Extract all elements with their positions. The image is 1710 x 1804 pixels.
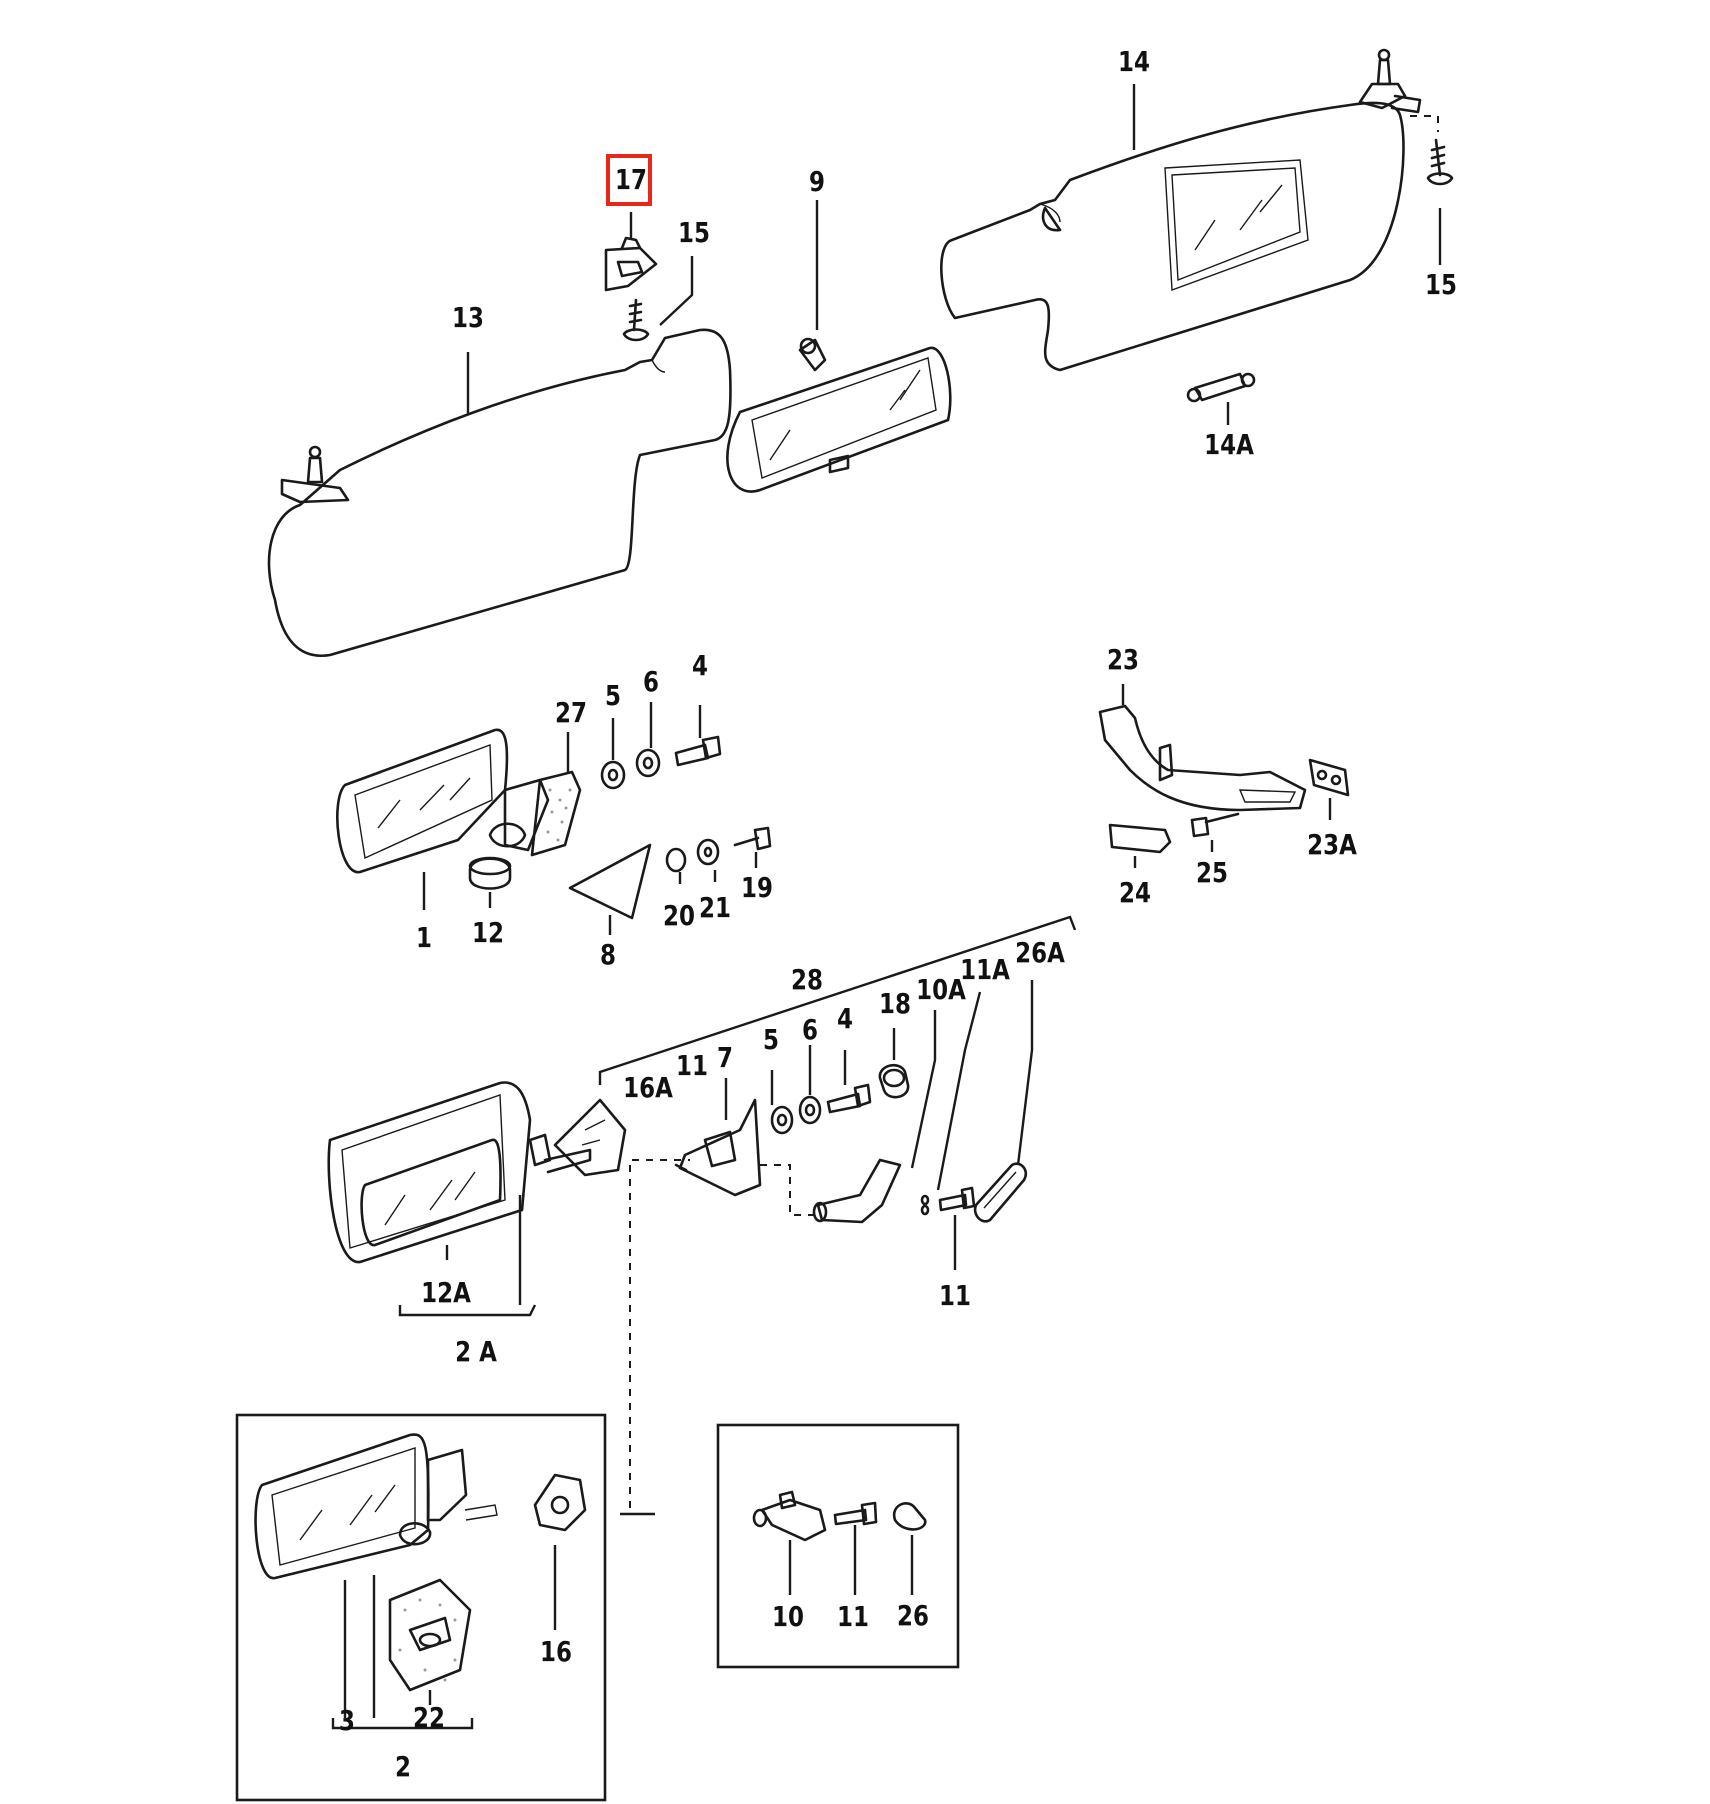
- label-11[interactable]: 11: [676, 1049, 708, 1082]
- label-19[interactable]: 19: [741, 871, 773, 904]
- label-28[interactable]: 28: [791, 963, 823, 996]
- label-9[interactable]: 9: [809, 165, 825, 198]
- lever-10a: [812, 1158, 902, 1224]
- label-11b[interactable]: 11: [939, 1279, 971, 1312]
- grommet-12: [468, 856, 512, 890]
- label-22[interactable]: 22: [413, 1701, 445, 1734]
- label-2[interactable]: 2: [395, 1750, 411, 1783]
- sun-visor-right: [940, 101, 1405, 372]
- label-23a[interactable]: 23A: [1307, 828, 1357, 861]
- mount-16a: [553, 1098, 627, 1177]
- label-12a[interactable]: 12A: [421, 1276, 471, 1309]
- leader-lines: [331, 84, 1442, 1730]
- visor-mount-right: [1358, 48, 1422, 114]
- mirror-2a: [327, 1081, 592, 1264]
- label-14[interactable]: 14: [1118, 45, 1150, 78]
- screw-19: [733, 826, 772, 851]
- cap-26: [892, 1502, 927, 1531]
- clip-11a: [920, 1194, 930, 1216]
- label-25[interactable]: 25: [1196, 856, 1228, 889]
- cover-24: [1108, 823, 1172, 854]
- label-11c[interactable]: 11: [837, 1600, 869, 1633]
- lever-10: [752, 1490, 827, 1542]
- gasket-27: [530, 770, 582, 857]
- label-8[interactable]: 8: [600, 938, 616, 971]
- screw-11c: [833, 1501, 878, 1526]
- mirror-3: [254, 1433, 498, 1580]
- label-24[interactable]: 24: [1119, 876, 1151, 909]
- label-6b[interactable]: 6: [802, 1013, 818, 1046]
- bolt-4a: [674, 735, 722, 767]
- label-16a[interactable]: 16A: [623, 1071, 673, 1104]
- ring-18: [878, 1063, 910, 1099]
- washer-5b: [770, 1105, 794, 1135]
- detail-box-2: [235, 1413, 607, 1802]
- star-washer-6a: [635, 748, 661, 778]
- detail-box-10: [716, 1423, 960, 1669]
- label-3[interactable]: 3: [339, 1704, 355, 1737]
- label-10a[interactable]: 10A: [916, 973, 966, 1006]
- label-27[interactable]: 27: [555, 696, 587, 729]
- base-7: [674, 1098, 762, 1197]
- screw-25: [1190, 812, 1240, 838]
- label-4[interactable]: 4: [692, 649, 708, 682]
- cover-26a: [973, 1162, 1028, 1223]
- label-26[interactable]: 26: [897, 1599, 929, 1632]
- label-10[interactable]: 10: [772, 1600, 804, 1633]
- label-21[interactable]: 21: [699, 891, 731, 924]
- label-12[interactable]: 12: [472, 916, 504, 949]
- screw-15: [622, 298, 650, 342]
- door-mirror-1: [336, 728, 550, 874]
- label-5[interactable]: 5: [605, 679, 621, 712]
- label-13[interactable]: 13: [452, 301, 484, 334]
- label-18[interactable]: 18: [879, 987, 911, 1020]
- rear-view-mirror-9: [726, 337, 952, 493]
- label-6[interactable]: 6: [643, 665, 659, 698]
- visor-mount-left: [280, 445, 350, 504]
- screw-right: [1426, 138, 1454, 186]
- label-15[interactable]: 15: [678, 216, 710, 249]
- star-washer-21: [696, 838, 720, 866]
- label-11a[interactable]: 11A: [960, 953, 1010, 986]
- label-26a[interactable]: 26A: [1015, 936, 1065, 969]
- gasket-22: [388, 1578, 472, 1692]
- label-16[interactable]: 16: [540, 1635, 572, 1668]
- washer-20: [665, 847, 687, 873]
- label-17[interactable]: 17: [615, 163, 647, 196]
- sun-visor-left: [267, 328, 732, 658]
- bolt-4b: [826, 1083, 872, 1114]
- label-7[interactable]: 7: [717, 1041, 733, 1074]
- trim-triangle-8: [568, 843, 652, 920]
- label-4b[interactable]: 4: [837, 1002, 853, 1035]
- bulb-14a: [1186, 372, 1256, 403]
- label-2a[interactable]: 2 A: [455, 1335, 497, 1368]
- screw-11: [938, 1186, 976, 1212]
- label-1[interactable]: 1: [416, 921, 432, 954]
- knob-16: [533, 1473, 587, 1532]
- highlight-box: [606, 154, 652, 206]
- label-20[interactable]: 20: [663, 899, 695, 932]
- label-23[interactable]: 23: [1107, 643, 1139, 676]
- label-15-right[interactable]: 15: [1425, 268, 1457, 301]
- star-washer-6b: [798, 1095, 822, 1125]
- label-5b[interactable]: 5: [763, 1023, 779, 1056]
- grab-handle-23: [1098, 704, 1307, 812]
- label-14a[interactable]: 14A: [1204, 428, 1254, 461]
- cap-23a: [1308, 758, 1350, 797]
- washer-5a: [600, 760, 626, 790]
- visor-clip-17: [604, 236, 658, 292]
